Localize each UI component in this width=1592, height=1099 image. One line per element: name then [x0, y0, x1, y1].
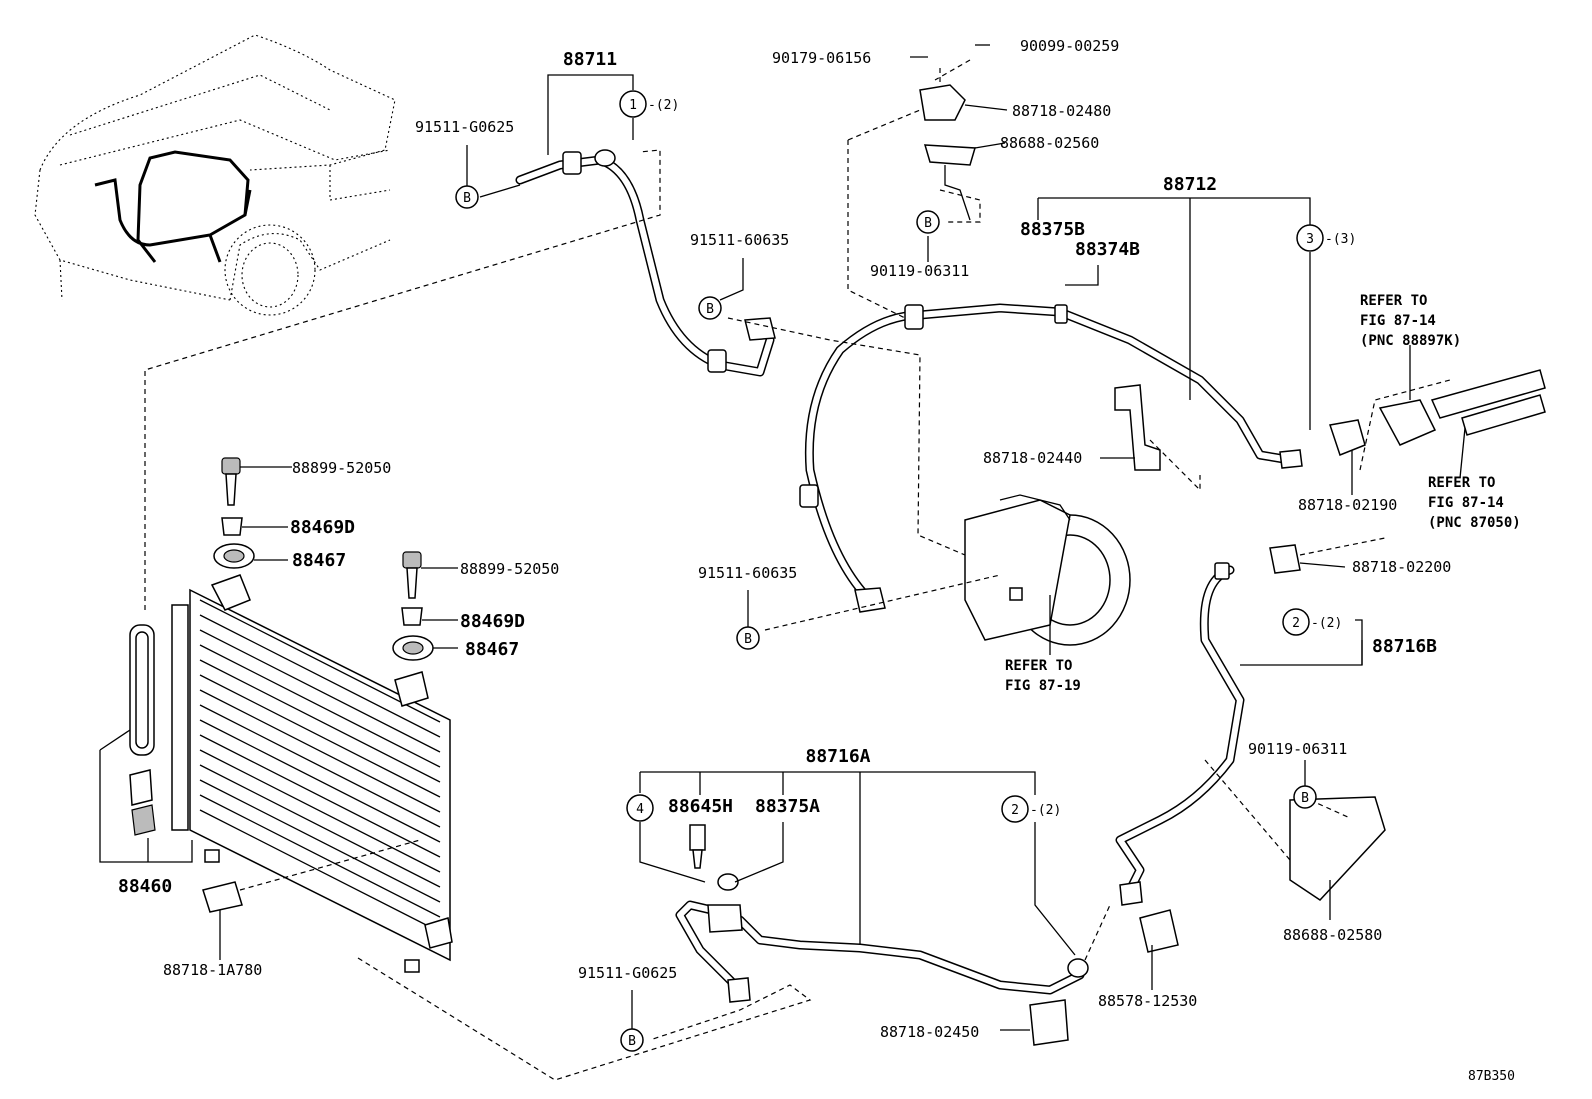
marker-3: [1296, 224, 1324, 252]
label-88469D-left: 88469D: [290, 517, 355, 538]
condenser-mount-parts: [202, 457, 1179, 1046]
qty-marker-2a: -(2): [1311, 616, 1342, 631]
label-88716A: 88716A: [805, 746, 870, 767]
marker-1-text: 1: [629, 98, 637, 113]
marker-b-5-text: B: [628, 1034, 636, 1049]
marker-b-1-text: B: [463, 191, 471, 206]
ref2-line1: REFER TO: [1428, 475, 1495, 491]
label-88899-52050-left: 88899-52050: [292, 459, 391, 477]
label-91511-60635-mid: 91511-60635: [698, 564, 797, 582]
compressor: [964, 494, 1131, 646]
label-88375A: 88375A: [755, 796, 820, 817]
ref1-line2: FIG 87-14: [1360, 313, 1436, 329]
hose-88716A: [675, 824, 1089, 1003]
label-88460: 88460: [118, 876, 172, 897]
marker-b-6: [1293, 785, 1317, 809]
circle-markers: [455, 90, 1324, 1052]
label-88712: 88712: [1163, 174, 1217, 195]
marker-1: [619, 90, 647, 118]
ref3-line1: REFER TO: [1005, 658, 1072, 674]
marker-b-2: [698, 296, 722, 320]
marker-b-1: [455, 185, 479, 209]
ref1-line1: REFER TO: [1360, 293, 1427, 309]
qty-marker-2b: -(2): [1030, 803, 1061, 818]
label-90119-06311-top: 90119-06311: [870, 262, 969, 280]
label-90099-00259: 90099-00259: [1020, 37, 1119, 55]
hose-88711: [515, 149, 776, 377]
marker-4: [626, 794, 654, 822]
label-88469D-right: 88469D: [460, 611, 525, 632]
marker-b-3-text: B: [924, 216, 932, 231]
label-88718-02450: 88718-02450: [880, 1023, 979, 1041]
part-labels: 88711 88712 88716A 88716B 88460 88467 88…: [118, 37, 1521, 1084]
ref2-line2: FIG 87-14: [1428, 495, 1504, 511]
bracket-top-center: [919, 84, 1546, 901]
label-88645H: 88645H: [668, 796, 733, 817]
label-88899-52050-right: 88899-52050: [460, 560, 559, 578]
ref1-line3: (PNC 88897K): [1360, 333, 1461, 349]
label-88718-1A780: 88718-1A780: [163, 961, 262, 979]
label-88578-12530: 88578-12530: [1098, 992, 1197, 1010]
label-91511-60635-top: 91511-60635: [690, 231, 789, 249]
hose-88716B: [1115, 562, 1245, 906]
label-88374B: 88374B: [1075, 239, 1140, 260]
marker-2b: [1001, 795, 1029, 823]
label-91511-G0625-top: 91511-G0625: [415, 118, 514, 136]
label-90119-06311-right: 90119-06311: [1248, 740, 1347, 758]
label-88467-right: 88467: [465, 639, 519, 660]
marker-2a-text: 2: [1292, 616, 1300, 631]
diagram-code: 87B350: [1468, 1069, 1515, 1084]
label-88688-02580: 88688-02580: [1283, 926, 1382, 944]
label-91511-G0625-bottom: 91511-G0625: [578, 964, 677, 982]
marker-3-text: 3: [1306, 232, 1314, 247]
label-88711: 88711: [563, 49, 617, 70]
label-88688-02560: 88688-02560: [1000, 134, 1099, 152]
label-88467-left: 88467: [292, 550, 346, 571]
leader-lines: [219, 44, 1466, 1031]
ref2-line3: (PNC 87050): [1428, 515, 1521, 531]
vehicle-outline-sketch: [34, 34, 396, 316]
label-90179-06156: 90179-06156: [772, 49, 871, 67]
marker-2b-text: 2: [1011, 803, 1019, 818]
condenser-assembly: [99, 574, 453, 973]
marker-b-5: [620, 1028, 644, 1052]
label-88716B: 88716B: [1372, 636, 1437, 657]
hose-88712: [799, 303, 1303, 613]
marker-b-6-text: B: [1301, 791, 1309, 806]
marker-4-text: 4: [636, 802, 644, 817]
marker-b-4: [736, 626, 760, 650]
marker-b-3: [916, 210, 940, 234]
marker-b-4-text: B: [744, 632, 752, 647]
dashed-guides: [144, 59, 1451, 1081]
qty-marker-3: -(3): [1325, 232, 1356, 247]
ref3-line2: FIG 87-19: [1005, 678, 1081, 694]
marker-b-2-text: B: [706, 302, 714, 317]
label-88718-02480: 88718-02480: [1012, 102, 1111, 120]
label-88718-02190: 88718-02190: [1298, 496, 1397, 514]
marker-2a: [1282, 608, 1310, 636]
label-88718-02200: 88718-02200: [1352, 558, 1451, 576]
label-88718-02440: 88718-02440: [983, 449, 1082, 467]
label-88375B: 88375B: [1020, 219, 1085, 240]
qty-marker-1: -(2): [648, 98, 679, 113]
